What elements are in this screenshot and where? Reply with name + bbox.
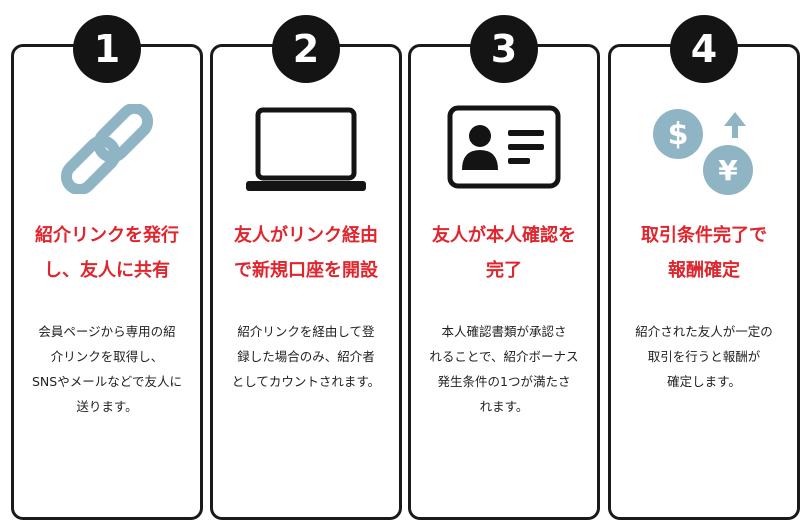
- step-description: 会員ページから専用の紹 介リンクを取得し、 SNSやメールなどで友人に 送ります…: [32, 324, 182, 414]
- step-number-badge: 2: [272, 15, 340, 83]
- step-card-1: 1 紹介リンクを発行 し、友人に共有 会員ページから専用の紹 介リンクを取得し、…: [11, 0, 203, 527]
- card-border: [408, 44, 600, 520]
- step-description: 紹介リンクを経由して登 録した場合のみ、紹介者 としてカウントされます。: [231, 324, 381, 389]
- link-icon: [52, 102, 162, 198]
- currency-exchange-icon: $ ¥: [648, 104, 760, 204]
- step-title: 友人が本人確認を 完了: [432, 225, 576, 281]
- id-card-icon: [446, 104, 562, 198]
- step-title: 取引条件完了で 報酬確定: [641, 225, 767, 281]
- laptop-icon: [244, 104, 368, 200]
- step-card-3: 3 友人が本人確認を 完了 本人確認書類が承認さ れることで、紹介ボーナス 発生…: [408, 0, 600, 527]
- dollar-symbol: $: [668, 117, 689, 152]
- step-card-4: 4 $ ¥ 取引条件完了で 報酬確定 紹介された友人が一定の 取引を行うと報酬が…: [608, 0, 800, 527]
- step-description: 本人確認書類が承認さ れることで、紹介ボーナス 発生条件の1つが満たさ れます。: [429, 324, 579, 414]
- step-number-badge: 1: [73, 15, 141, 83]
- step-title: 紹介リンクを発行 し、友人に共有: [35, 225, 179, 281]
- step-number-badge: 3: [470, 15, 538, 83]
- yen-symbol: ¥: [718, 154, 738, 187]
- card-border: [210, 44, 402, 520]
- step-number-badge: 4: [670, 15, 738, 83]
- step-description: 紹介された友人が一定の 取引を行うと報酬が 確定します。: [635, 324, 773, 389]
- step-card-2: 2 友人がリンク経由 で新規口座を開設 紹介リンクを経由して登 録した場合のみ、…: [210, 0, 402, 527]
- step-title: 友人がリンク経由 で新規口座を開設: [234, 225, 378, 281]
